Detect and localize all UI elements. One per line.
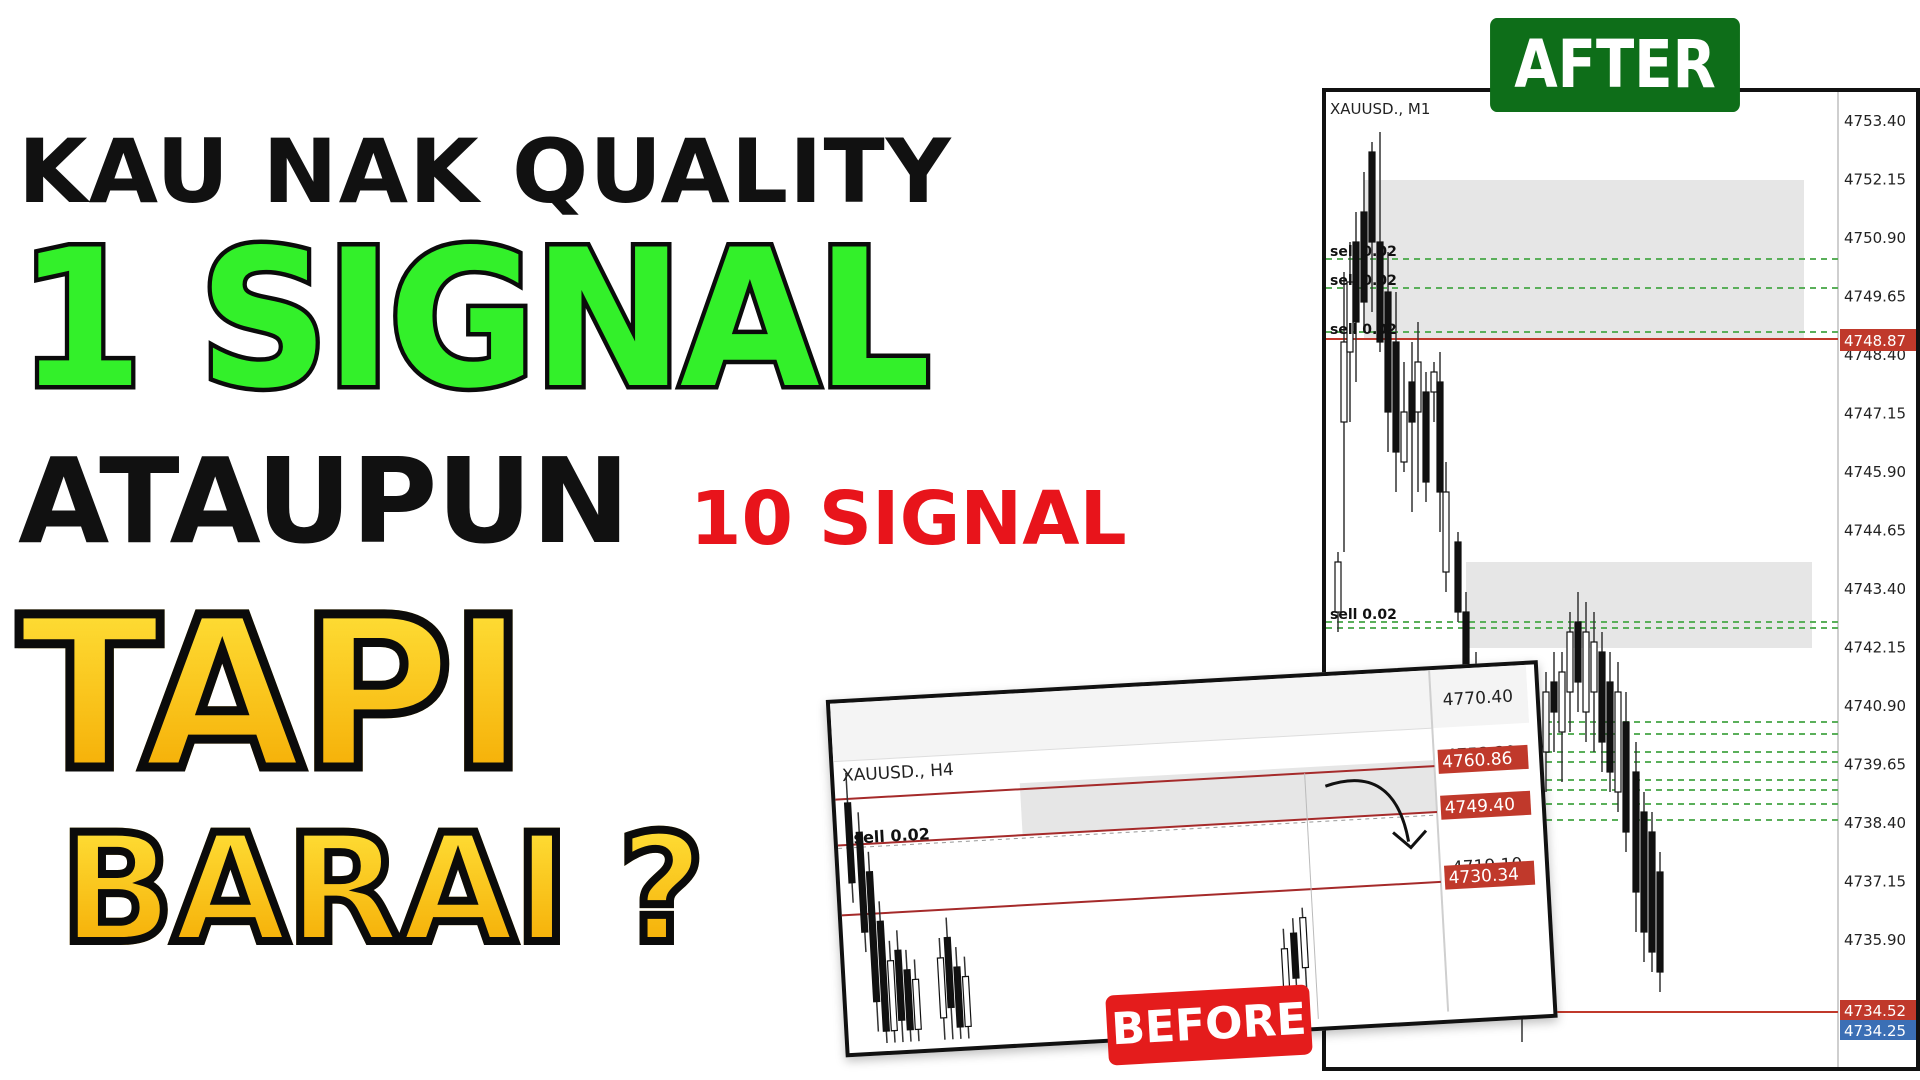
- candle-body: [1574, 621, 1582, 683]
- headline-10-signal: 10 SIGNAL: [690, 476, 1127, 562]
- headline-ataupun: ATAUPUN: [18, 432, 630, 570]
- candle-body: [1346, 281, 1354, 353]
- candle-body: [1436, 381, 1444, 493]
- candle-body: [1640, 811, 1648, 933]
- after-price-label: 4753.40: [1844, 112, 1906, 130]
- candle-body: [865, 870, 881, 1003]
- before-symbol: XAUUSD., H4: [842, 760, 955, 786]
- after-symbol: XAUUSD., M1: [1330, 100, 1430, 118]
- candle-body: [1590, 641, 1598, 693]
- candle-body: [1408, 381, 1416, 423]
- candle-body: [843, 802, 856, 884]
- candle-body: [943, 936, 955, 1009]
- candle-body: [1352, 241, 1360, 323]
- candle-body: [911, 978, 922, 1031]
- after-price-label: 4737.15: [1844, 873, 1906, 891]
- after-price-label: 4742.15: [1844, 639, 1906, 657]
- candle-body: [1280, 947, 1291, 990]
- candle-body: [1400, 411, 1408, 463]
- after-price-highlight-blue: 4734.25: [1844, 1022, 1906, 1040]
- after-price-label: 4750.90: [1844, 229, 1906, 247]
- after-price-label: 4749.65: [1844, 288, 1906, 306]
- after-price-highlight-red: 4748.87: [1844, 332, 1906, 350]
- candle-body: [1422, 391, 1430, 483]
- after-price-label: 4735.90: [1844, 931, 1906, 949]
- candle-body: [1368, 151, 1376, 243]
- after-price-label: 4738.40: [1844, 814, 1906, 832]
- candle-body: [1392, 341, 1400, 453]
- arrow-icon: [1324, 779, 1411, 842]
- candle-body: [1360, 211, 1368, 303]
- candle-body: [855, 831, 869, 933]
- after-price-label: 4747.15: [1844, 405, 1906, 423]
- after-price-label: 4743.40: [1844, 580, 1906, 598]
- candle-body: [894, 949, 906, 1022]
- candle-body: [903, 969, 914, 1031]
- candle-body: [1454, 541, 1462, 613]
- after-order-label: sell 0.02: [1330, 273, 1397, 289]
- before-chart: XAUUSD., H4 sell 0.02 4770.404753.304736…: [825, 660, 1558, 1058]
- candle-body: [886, 959, 898, 1032]
- candle-body: [1598, 651, 1606, 743]
- before-zone: [1019, 760, 1437, 836]
- candle-body: [1614, 691, 1622, 793]
- before-badge: BEFORE: [1105, 984, 1313, 1066]
- after-price-label: 4745.90: [1844, 463, 1906, 481]
- candle-body: [1550, 681, 1558, 713]
- candle-body: [1340, 341, 1348, 423]
- after-price-label: 4739.65: [1844, 756, 1906, 774]
- before-price-highlight: 4760.86: [1442, 749, 1513, 773]
- candle-body: [1648, 831, 1656, 953]
- after-order-label: sell 0.02: [1330, 244, 1397, 260]
- candle-body: [1558, 671, 1566, 733]
- candle-body: [1622, 721, 1630, 833]
- headline-barai: BARAI ?: [56, 803, 709, 977]
- after-zone-middle: [1466, 562, 1812, 648]
- candle-body: [1542, 691, 1550, 753]
- candle-body: [953, 966, 964, 1028]
- after-order-label: sell 0.02: [1330, 322, 1397, 338]
- after-chart-canvas: XAUUSD., M1 sell 0.02 sell 0.02 sell 0.0…: [1326, 92, 1916, 1067]
- candle-body: [1299, 916, 1310, 969]
- candle-body: [1430, 371, 1438, 393]
- candle-body: [961, 975, 972, 1028]
- candle-body: [1632, 771, 1640, 893]
- candle-body: [1606, 681, 1614, 773]
- candle-body: [1334, 561, 1342, 613]
- arrow-head-icon: [1392, 829, 1428, 850]
- after-price-highlight-red-2: 4734.52: [1844, 1002, 1906, 1020]
- candle-body: [1442, 491, 1450, 573]
- after-price-axis: 4753.404752.154750.904749.654748.404747.…: [1844, 112, 1906, 949]
- before-chart-canvas: XAUUSD., H4 sell 0.02 4770.404753.304736…: [829, 664, 1536, 1044]
- candle-body: [1289, 932, 1300, 979]
- before-candles: [843, 772, 1310, 1044]
- after-order-label: sell 0.02: [1330, 607, 1397, 623]
- candle-body: [1582, 631, 1590, 713]
- headline-tapi: TAPI: [14, 572, 533, 817]
- after-price-label: 4740.90: [1844, 697, 1906, 715]
- before-order-label: sell 0.02: [853, 824, 930, 847]
- after-price-label: 4744.65: [1844, 522, 1906, 540]
- candle-body: [1656, 871, 1664, 973]
- candle-body: [1414, 361, 1422, 413]
- after-price-label: 4752.15: [1844, 171, 1906, 189]
- candle-body: [936, 957, 948, 1019]
- after-order-lines: [1326, 258, 1838, 821]
- candle-body: [1376, 241, 1384, 343]
- after-badge: AFTER: [1490, 18, 1740, 112]
- candle-body: [1384, 291, 1392, 413]
- before-price-highlight: 4749.40: [1444, 795, 1515, 819]
- headline-line-1: KAU NAK QUALITY: [18, 120, 952, 223]
- headline-1-signal: 1 SIGNAL: [14, 209, 935, 430]
- before-price-label: 4770.40: [1442, 687, 1513, 711]
- before-price-highlight: 4730.34: [1448, 865, 1519, 889]
- candle-body: [1566, 631, 1574, 693]
- candle-body: [876, 920, 890, 1032]
